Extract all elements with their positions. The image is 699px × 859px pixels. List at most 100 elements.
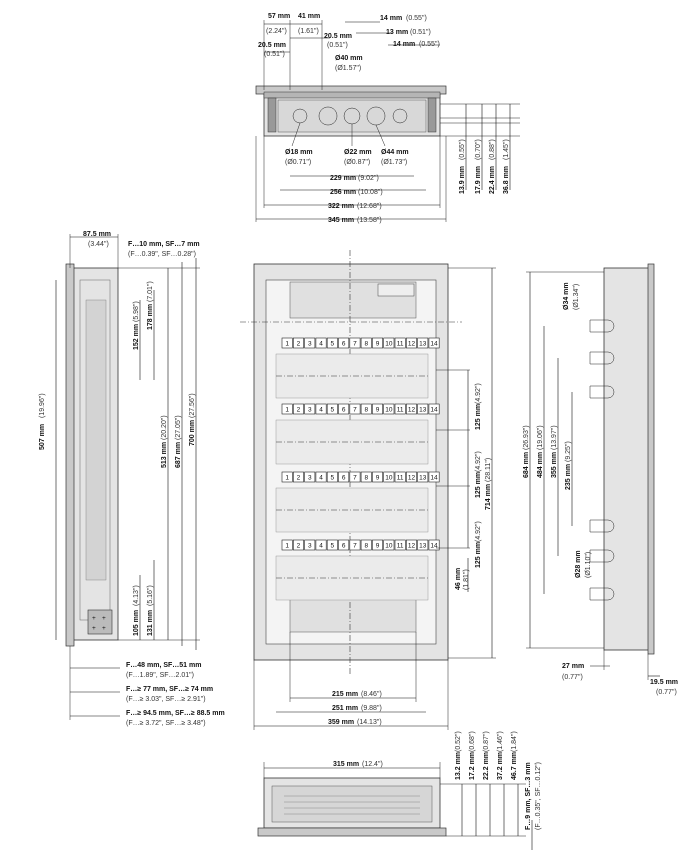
- module-number: 9: [376, 475, 380, 482]
- dim-229mm: 229 mm: [330, 175, 356, 182]
- module-number: 3: [308, 543, 312, 550]
- dim-87-5mm: 87.5 mm: [83, 231, 111, 238]
- dim-d40mm: Ø40 mm: [335, 55, 363, 62]
- module-number: 9: [376, 543, 380, 550]
- module-number: 5: [331, 341, 335, 348]
- module-cell: [428, 471, 440, 483]
- dim-251mm-inch: (9.88"): [361, 705, 382, 712]
- dim-d34mm: Ø34 mm: [563, 282, 570, 310]
- dim-359mm: 359 mm: [328, 719, 354, 726]
- module-number: 4: [319, 407, 323, 414]
- module-number: 9: [376, 341, 380, 348]
- dim-684mm-inch: (26.93"): [523, 425, 530, 450]
- module-cell: [326, 403, 338, 415]
- note-f77-sf74: F…≥ 77 mm, SF…≥ 74 mm: [126, 686, 213, 693]
- module-number: 8: [364, 341, 368, 348]
- module-cell: [383, 539, 395, 551]
- dim-215mm: 215 mm: [332, 691, 358, 698]
- module-cell: [349, 403, 361, 415]
- dim-22-2mm: 22.2 mm: [483, 752, 490, 780]
- dim-41mm-inch: (1.61"): [298, 28, 319, 35]
- dim-131mm: 131 mm: [147, 610, 154, 636]
- dim-22-4mm-inch: (0.88"): [489, 139, 496, 160]
- dim-105mm-inch: (4.13"): [133, 585, 140, 606]
- module-number: 7: [353, 341, 357, 348]
- dim-13-2mm: 13.2 mm: [455, 752, 462, 780]
- dim-700mm-inch: (27.56"): [189, 393, 196, 418]
- dim-14mm-a: 14 mm: [380, 15, 402, 22]
- module-cell: [372, 539, 383, 551]
- module-cell: [405, 539, 417, 551]
- module-cell: [304, 539, 316, 551]
- module-number: 12: [408, 475, 416, 482]
- dim-507mm: 507 mm: [39, 424, 46, 450]
- module-cell: [292, 471, 304, 483]
- module-number: 11: [397, 341, 404, 348]
- right-dims-top-view: 13.9 mm (0.55") 17.9 mm (0.70") 22.4 mm …: [459, 139, 510, 194]
- dim-178mm-inch: (7.01"): [147, 281, 154, 302]
- module-number: 3: [308, 407, 312, 414]
- dim-484mm-inch: (19.06"): [537, 425, 544, 450]
- module-number: 3: [308, 341, 312, 348]
- dim-d34mm-inch: (Ø1.34"): [573, 284, 580, 310]
- dim-125mm-a-inch: (4.92"): [475, 383, 482, 404]
- module-number: 3: [308, 475, 312, 482]
- dim-256mm-inch: (10.08"): [358, 189, 383, 196]
- module-number: 8: [364, 407, 368, 414]
- dim-46mm: 46 mm: [455, 568, 462, 590]
- module-cell: [394, 539, 406, 551]
- module-number: 1: [285, 475, 289, 482]
- right-view-flange: [647, 263, 655, 655]
- module-cell: [360, 539, 372, 551]
- dim-57mm-inch: (2.24"): [266, 28, 287, 35]
- dim-345mm: 345 mm: [328, 217, 354, 224]
- module-cell: [394, 337, 406, 349]
- module-number: 6: [342, 543, 346, 550]
- module-number: 4: [319, 475, 323, 482]
- dim-13mm: 13 mm: [386, 29, 408, 36]
- module-cell: [349, 539, 361, 551]
- module-number: 9: [376, 407, 380, 414]
- module-cell: [417, 471, 429, 483]
- module-cell: [383, 337, 395, 349]
- module-number: 2: [297, 407, 301, 414]
- module-number: 14: [430, 543, 438, 550]
- module-cell: [428, 539, 440, 551]
- module-number: 10: [385, 407, 393, 414]
- module-number: 5: [331, 543, 335, 550]
- dim-215mm-inch: (8.46"): [361, 691, 382, 698]
- module-cell: [281, 403, 293, 415]
- module-number: 2: [297, 341, 301, 348]
- module-cell: [281, 471, 293, 483]
- dim-700mm: 700 mm: [189, 420, 196, 446]
- dim-13-9mm-inch: (0.55"): [459, 139, 466, 160]
- dim-513mm-inch: (20.20"): [161, 415, 168, 440]
- dim-687mm-inch: (27.05"): [175, 415, 182, 440]
- dim-251mm: 251 mm: [332, 705, 358, 712]
- module-number: 5: [331, 407, 335, 414]
- dim-13-2mm-inch: (0.52"): [455, 731, 462, 752]
- module-number: 14: [430, 407, 438, 414]
- module-cell: [405, 471, 417, 483]
- note-f94-sf88: F…≥ 94.5 mm, SF…≥ 88.5 mm: [126, 710, 225, 717]
- module-number: 10: [385, 475, 393, 482]
- module-cell: [304, 403, 316, 415]
- dim-17-9mm: 17.9 mm: [475, 166, 482, 194]
- module-cell: [417, 403, 429, 415]
- module-cell: [405, 337, 417, 349]
- module-number: 12: [408, 341, 416, 348]
- module-cell: [281, 539, 293, 551]
- dim-36-8mm-inch: (1.45"): [503, 139, 510, 160]
- dim-125mm-c-inch: (4.92"): [475, 521, 482, 542]
- module-number: 13: [419, 407, 427, 414]
- dim-355mm: 355 mm: [551, 452, 558, 478]
- module-cell: [338, 403, 350, 415]
- module-cell: [292, 337, 304, 349]
- dim-37-2mm-inch: (1.46"): [497, 731, 504, 752]
- module-cell: [417, 337, 429, 349]
- module-number: 4: [319, 543, 323, 550]
- dim-d40mm-inch: (Ø1.57"): [335, 65, 361, 72]
- dim-d22mm: Ø22 mm: [344, 149, 372, 156]
- dim-105mm: 105 mm: [133, 610, 140, 636]
